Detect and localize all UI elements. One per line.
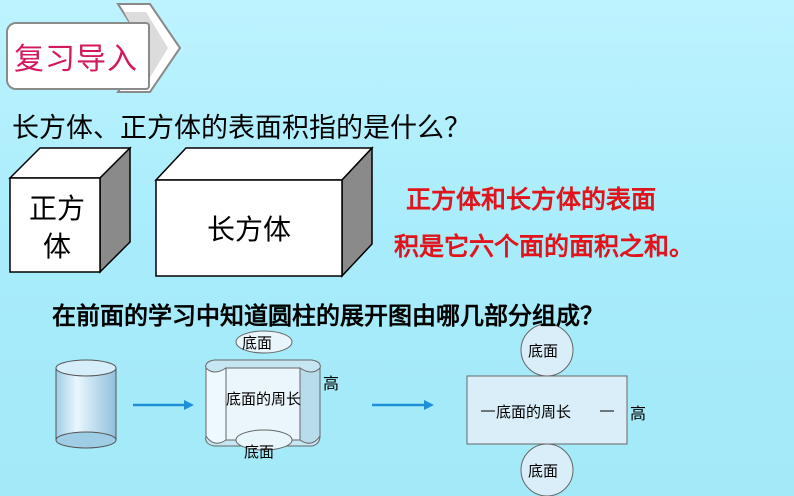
cylinder-net-shape xyxy=(466,323,628,496)
unrolled-side-label: 底面的周长 xyxy=(226,390,302,408)
cuboid-label: 长方体 xyxy=(206,213,291,246)
unrolled-top-label: 底面 xyxy=(242,334,273,352)
banner-box xyxy=(6,22,150,90)
unrolling-cylinder-shape xyxy=(205,330,321,451)
unrolled-bottom-label: 底面 xyxy=(244,443,275,461)
arrow-2 xyxy=(372,400,434,410)
cuboid-shape xyxy=(154,146,374,278)
question-2: 在前面的学习中知道圆柱的展开图由哪几部分组成？ xyxy=(52,302,604,330)
net-height-label: 高 xyxy=(630,404,647,423)
cube-shape xyxy=(8,146,132,274)
answer-line-2: 积是它六个面的面积之和。 xyxy=(394,232,695,261)
net-length-label: 底面的周长 xyxy=(496,403,572,421)
net-top-label: 底面 xyxy=(528,342,559,360)
arrow-1 xyxy=(133,400,194,410)
cylinder-shape xyxy=(55,359,117,449)
banner-title: 复习导入 xyxy=(14,42,138,77)
cube-label: 正方 体 xyxy=(28,192,85,263)
unrolled-height-label: 高 xyxy=(323,374,340,393)
answer-line-1: 正方体和长方体的表面 xyxy=(406,185,657,214)
question-1: 长方体、正方体的表面积指的是什么？ xyxy=(12,113,471,144)
net-bottom-label: 底面 xyxy=(528,462,559,480)
